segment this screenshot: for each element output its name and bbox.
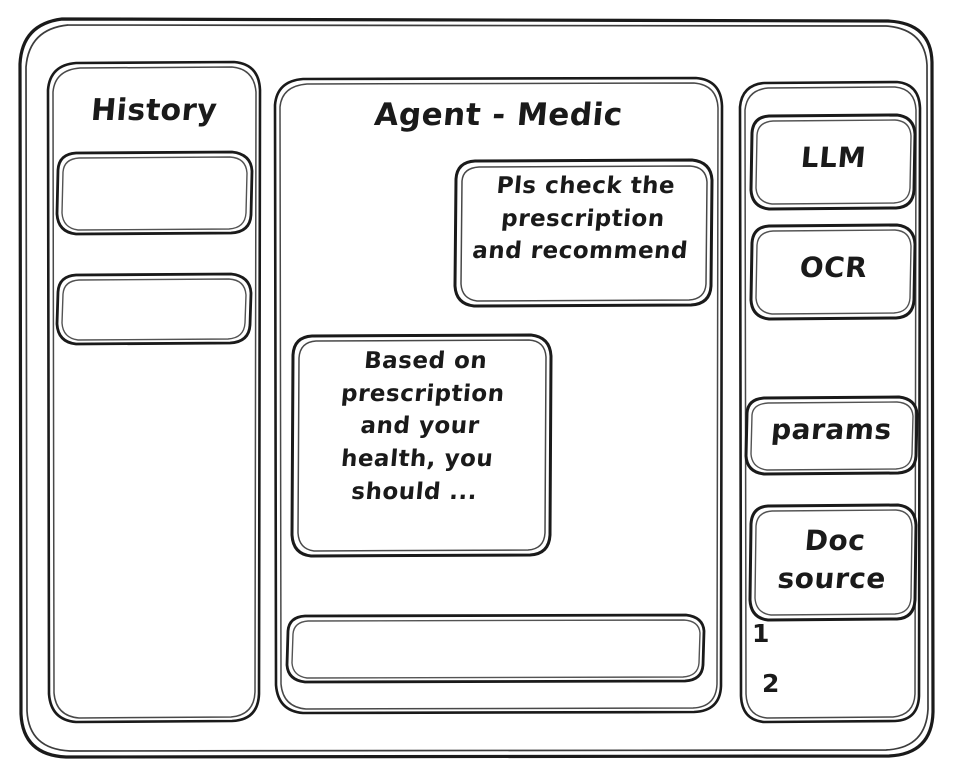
tools-panel-outline [738, 80, 922, 724]
history-panel [48, 62, 260, 722]
tool-ocr-outline [749, 223, 917, 321]
agent-panel [275, 78, 722, 713]
tool-llm-outline [749, 113, 917, 211]
window-frame [18, 17, 935, 759]
assistant-message-outline [290, 333, 553, 558]
tool-params-outline [744, 395, 919, 476]
history-panel-outline [46, 60, 262, 724]
history-item-1-outline [55, 150, 254, 236]
composer-outline [285, 613, 706, 684]
tool-doc-source-outline [748, 503, 918, 622]
agent-panel-outline [273, 76, 724, 715]
tools-panel [740, 82, 920, 722]
user-message-outline [453, 158, 714, 308]
history-item-2-outline [55, 272, 253, 346]
